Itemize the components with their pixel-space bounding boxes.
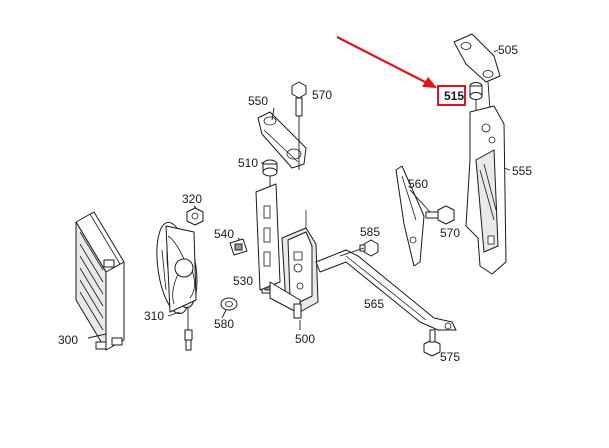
part-540-grommet[interactable] [229, 238, 248, 256]
label-320[interactable]: 320 [182, 192, 202, 206]
label-565[interactable]: 565 [364, 297, 384, 311]
part-580-washer[interactable] [220, 297, 238, 311]
label-540[interactable]: 540 [214, 227, 234, 241]
part-320-nut[interactable] [186, 207, 204, 226]
part-570-bolt-right[interactable] [425, 205, 455, 225]
label-585[interactable]: 585 [360, 225, 380, 239]
part-555-side-carrier[interactable] [465, 105, 507, 275]
label-570-top[interactable]: 570 [312, 88, 332, 102]
label-310[interactable]: 310 [144, 309, 164, 323]
label-510[interactable]: 510 [238, 156, 258, 170]
part-585-bolt[interactable] [339, 239, 379, 257]
part-575-bolt[interactable] [423, 329, 441, 357]
part-510-rubber-mount[interactable] [262, 159, 278, 190]
part-565-mounting-strut[interactable] [315, 249, 457, 331]
part-310-fan[interactable] [152, 220, 202, 351]
highlight-arrow-head [422, 77, 437, 88]
label-555[interactable]: 555 [512, 164, 532, 178]
highlight-box [437, 85, 466, 106]
part-500-carrier-bracket[interactable] [255, 183, 319, 319]
label-515[interactable]: 515 [444, 89, 464, 103]
part-300-oil-cooler[interactable] [75, 211, 125, 351]
leader-lines [87, 49, 511, 339]
part-570-bolt-top[interactable] [291, 81, 307, 170]
part-515-rubber-bush[interactable] [469, 82, 483, 111]
label-570-right[interactable]: 570 [440, 226, 460, 240]
highlight-callout: 515 [336, 36, 466, 106]
part-505-top-bracket[interactable] [453, 33, 501, 111]
part-550-upper-bracket[interactable] [257, 111, 307, 169]
label-560[interactable]: 560 [408, 177, 428, 191]
label-500[interactable]: 500 [295, 332, 315, 346]
label-550[interactable]: 550 [248, 94, 268, 108]
highlight-arrow [336, 36, 428, 84]
part-560-bracket-plate[interactable] [395, 165, 431, 267]
label-505[interactable]: 505 [498, 43, 518, 57]
label-530[interactable]: 530 [233, 274, 253, 288]
label-300[interactable]: 300 [58, 333, 78, 347]
label-575[interactable]: 575 [440, 350, 460, 364]
part-number-labels: 300 310 320 500 505 510 530 540 550 555 … [58, 43, 532, 364]
label-580[interactable]: 580 [214, 317, 234, 331]
